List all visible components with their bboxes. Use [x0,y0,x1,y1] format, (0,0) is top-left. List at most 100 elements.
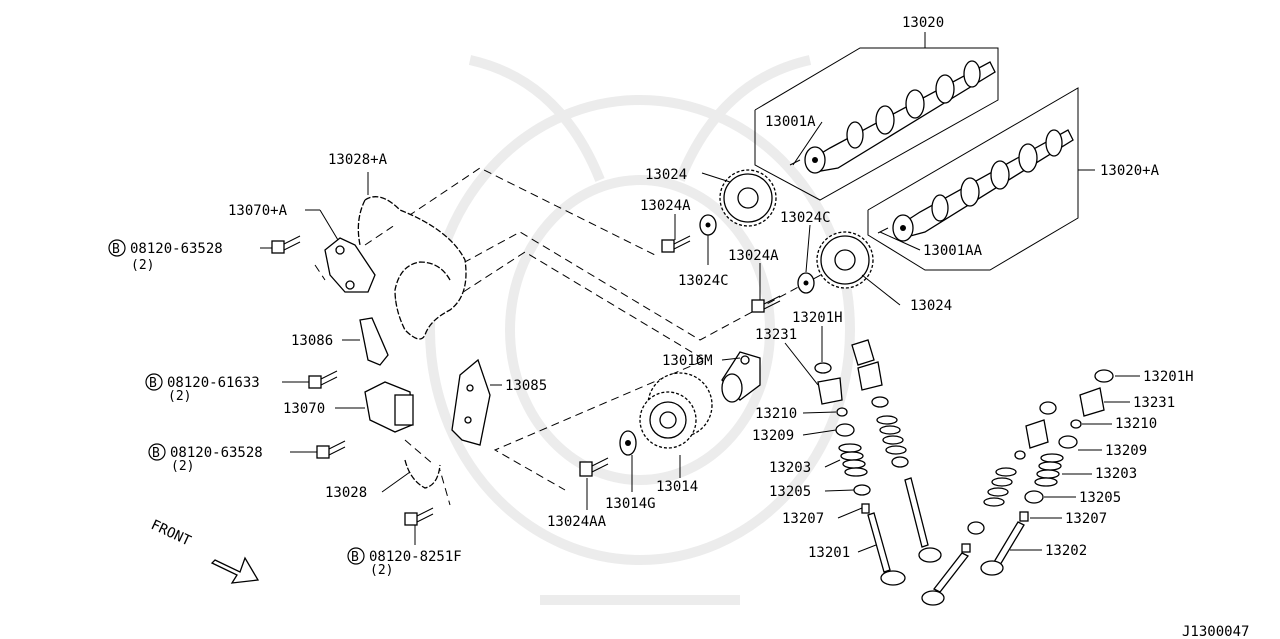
watermark [425,55,855,605]
timing-chain-lower[interactable] [404,459,441,489]
label-13070-a[interactable]: 13070+A [228,203,288,219]
spring-right[interactable] [1034,453,1064,487]
bolt-marker: B [149,376,157,391]
idler-shaft[interactable] [721,351,761,403]
bolt-callouts: B 08120-63528 (2) B 08120-61633 (2) B 08… [108,239,462,578]
intake-valve[interactable] [867,512,906,586]
camshaft-box-13020 [754,32,999,201]
label-13201[interactable]: 13201 [808,545,850,561]
label-13201h-right[interactable]: 13201H [1143,369,1194,385]
bolt-2[interactable] [308,370,338,389]
camshaft-1[interactable] [804,60,996,174]
dowel-pin-aa [877,227,889,234]
label-13207-right[interactable]: 13207 [1065,511,1107,527]
label-13210-right[interactable]: 13210 [1115,416,1157,432]
label-13231-left[interactable]: 13231 [755,327,797,343]
label-13024c-lower[interactable]: 13024C [678,273,729,289]
front-arrow-icon [210,556,260,584]
label-13203-right[interactable]: 13203 [1095,466,1137,482]
label-13203-left[interactable]: 13203 [769,460,811,476]
part-labels: 13020 13020+A 13001A 13001AA 13024 13024… [228,15,1194,561]
exhaust-valve[interactable] [980,521,1025,576]
label-13024a-lower[interactable]: 13024A [728,248,779,264]
valve-stack-middle [851,339,942,563]
label-13020[interactable]: 13020 [902,15,944,31]
label-13201h-left[interactable]: 13201H [792,310,843,326]
bolt-4[interactable] [404,507,434,526]
valve-stack-right [921,369,1114,606]
lifter-right[interactable] [1079,387,1105,417]
bolt-callout-1[interactable]: B 08120-63528 (2) [108,239,223,273]
label-13024-lower[interactable]: 13024 [910,298,952,314]
label-13202[interactable]: 13202 [1045,543,1087,559]
label-13014[interactable]: 13014 [656,479,698,495]
seal-right[interactable] [1019,511,1029,522]
label-13001aa[interactable]: 13001AA [923,243,983,259]
label-13014g[interactable]: 13014G [605,496,656,512]
label-13070[interactable]: 13070 [283,401,325,417]
label-13207-left[interactable]: 13207 [782,511,824,527]
washer-lower[interactable] [797,272,815,294]
retainer-left[interactable] [835,423,855,437]
timing-chain-upper[interactable] [357,196,467,340]
sprocket-bolt-upper[interactable] [661,235,691,253]
washer-upper[interactable] [699,214,717,236]
bolt-qty: (2) [168,389,191,404]
seal-left[interactable] [861,503,870,514]
slack-guide[interactable] [359,317,389,366]
crank-washer[interactable] [619,430,637,456]
label-13028-a[interactable]: 13028+A [328,152,388,168]
label-13085[interactable]: 13085 [505,378,547,394]
label-13205-right[interactable]: 13205 [1079,490,1121,506]
cam-sprocket-upper[interactable] [719,169,777,227]
bolt-code: 08120-61633 [167,375,260,391]
lifter-left[interactable] [817,377,843,405]
label-13024c-upper[interactable]: 13024C [780,210,831,226]
spring-left[interactable] [838,443,868,477]
valve-stack-left [814,362,906,586]
bolt-callout-3[interactable]: B 08120-63528 (2) [148,443,263,474]
label-13020-a[interactable]: 13020+A [1100,163,1160,179]
leader-lines [260,121,1140,553]
tensioner[interactable] [364,381,414,433]
bolt-callout-4[interactable]: B 08120-8251F (2) [347,547,462,578]
bolt-qty: (2) [131,258,154,273]
bolt-marker-icon [145,373,163,391]
camshaft-2[interactable] [892,129,1074,242]
bolt-marker-icon [148,443,166,461]
bolt-3[interactable] [316,440,346,459]
bolt-marker-icon [347,547,365,565]
collet-left[interactable] [836,407,848,417]
bolt-1[interactable] [271,235,301,254]
label-13209-left[interactable]: 13209 [752,428,794,444]
label-13209-right[interactable]: 13209 [1105,443,1147,459]
tensioner-bracket[interactable] [324,237,376,293]
collet-right[interactable] [1070,419,1082,429]
shim-right[interactable] [1094,369,1114,383]
sprocket-bolt-lower[interactable] [751,295,781,313]
label-13001a[interactable]: 13001A [765,114,816,130]
retainer-right[interactable] [1058,435,1078,449]
label-13210-left[interactable]: 13210 [755,406,797,422]
label-13231-right[interactable]: 13231 [1133,395,1175,411]
tension-guide[interactable] [451,358,491,446]
seat-left[interactable] [853,484,871,496]
cam-sprocket-lower[interactable] [816,231,874,289]
label-13024aa[interactable]: 13024AA [547,514,607,530]
crank-bolt[interactable] [579,457,609,477]
label-13024-upper[interactable]: 13024 [645,167,687,183]
label-13205-left[interactable]: 13205 [769,484,811,500]
shim-left[interactable] [814,362,832,374]
bolt-marker: B [112,242,120,257]
crank-sprocket[interactable] [639,372,713,449]
label-13086[interactable]: 13086 [291,333,333,349]
front-label: FRONT [148,517,193,550]
diagram-code: J1300047 [1182,624,1249,639]
bolt-callout-2[interactable]: B 08120-61633 (2) [145,373,260,404]
label-13016m[interactable]: 13016M [662,353,713,369]
label-13024a-upper[interactable]: 13024A [640,198,691,214]
label-13028[interactable]: 13028 [325,485,367,501]
seat-right[interactable] [1024,490,1044,504]
